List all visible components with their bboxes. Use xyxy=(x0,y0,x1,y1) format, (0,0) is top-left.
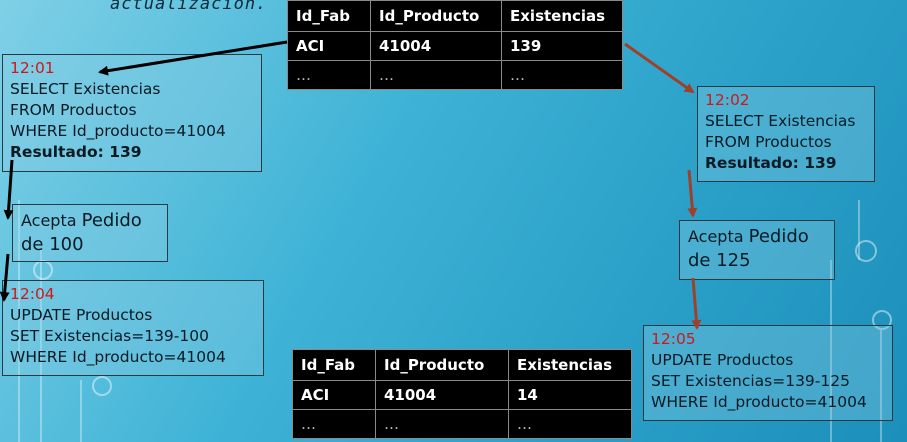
table-row: … … … xyxy=(292,409,632,439)
sql-line: WHERE Id_producto=41004 xyxy=(651,393,867,411)
result-line: Resultado: 139 xyxy=(705,154,837,172)
bg-circle xyxy=(92,376,112,396)
sql-line: WHERE Id_producto=41004 xyxy=(10,348,226,366)
sql-line: SET Existencias=139-125 xyxy=(651,372,850,390)
arrow xyxy=(691,277,702,330)
table-cell: … xyxy=(287,60,371,90)
time-label: 12:02 xyxy=(705,91,750,109)
table-cell: … xyxy=(501,60,623,90)
table-row: … … … xyxy=(287,60,623,90)
table-cell: … xyxy=(375,409,509,439)
bg-line xyxy=(80,380,82,442)
sql-line: SET Existencias=139-100 xyxy=(10,327,209,345)
accept-label: Acepta xyxy=(688,227,749,246)
table-cell: 41004 xyxy=(375,380,509,410)
sql-line: UPDATE Productos xyxy=(10,306,153,324)
column-header: Id_Fab xyxy=(292,349,376,381)
arrow xyxy=(687,169,698,218)
bg-circle xyxy=(872,310,892,330)
arrow xyxy=(0,253,10,302)
arrow xyxy=(98,40,288,76)
column-header: Id_Producto xyxy=(370,0,502,32)
bg-line xyxy=(880,330,882,442)
bg-line xyxy=(18,200,20,442)
result-line: Resultado: 139 xyxy=(10,143,142,161)
table-cell: 41004 xyxy=(370,31,502,61)
left-arrows xyxy=(0,40,288,302)
time-label: 12:01 xyxy=(10,59,55,77)
table-row: ACI 41004 139 xyxy=(287,31,623,61)
left-accept-box: Acepta Pedido de 100 xyxy=(12,204,168,262)
bg-line xyxy=(40,250,42,442)
sql-line: WHERE Id_producto=41004 xyxy=(10,122,226,140)
bg-circle xyxy=(855,240,877,262)
accept-amount: de 100 xyxy=(21,234,84,255)
table-final: Id_Fab Id_Producto Existencias ACI 41004… xyxy=(292,349,632,439)
column-header: Existencias xyxy=(501,0,623,32)
column-header: Id_Producto xyxy=(375,349,509,381)
right-arrows xyxy=(624,42,702,330)
left-read-box: 12:01 SELECT Existencias FROM Productos … xyxy=(2,54,262,172)
caption-text: actualización. xyxy=(110,0,268,14)
arrow xyxy=(3,159,14,220)
sql-line: FROM Productos xyxy=(10,101,137,119)
right-read-box: 12:02 SELECT Existencias FROM Productos … xyxy=(697,86,875,182)
table-initial: Id_Fab Id_Producto Existencias ACI 41004… xyxy=(287,0,623,90)
column-header: Existencias xyxy=(508,349,632,381)
accept-word: Pedido xyxy=(748,226,809,247)
sql-line: FROM Productos xyxy=(705,133,832,151)
time-label: 12:05 xyxy=(651,330,696,348)
table-cell: … xyxy=(370,60,502,90)
bg-line xyxy=(830,260,832,442)
table-cell: 139 xyxy=(501,31,623,61)
bg-line xyxy=(858,200,860,260)
sql-line: SELECT Existencias xyxy=(10,80,161,98)
sql-line: UPDATE Productos xyxy=(651,351,794,369)
accept-label: Acepta xyxy=(21,211,82,230)
table-cell: … xyxy=(292,409,376,439)
accept-word: Pedido xyxy=(81,210,142,231)
right-update-box: 12:05 UPDATE Productos SET Existencias=1… xyxy=(643,325,893,421)
table-cell: … xyxy=(508,409,632,439)
accept-amount: de 125 xyxy=(688,250,751,271)
arrow xyxy=(624,42,695,94)
sql-line: SELECT Existencias xyxy=(705,112,856,130)
right-accept-box: Acepta Pedido de 125 xyxy=(679,220,835,280)
left-update-box: 12:04 UPDATE Productos SET Existencias=1… xyxy=(2,280,264,376)
table-cell: 14 xyxy=(508,380,632,410)
table-row: ACI 41004 14 xyxy=(292,380,632,410)
time-label: 12:04 xyxy=(10,285,55,303)
